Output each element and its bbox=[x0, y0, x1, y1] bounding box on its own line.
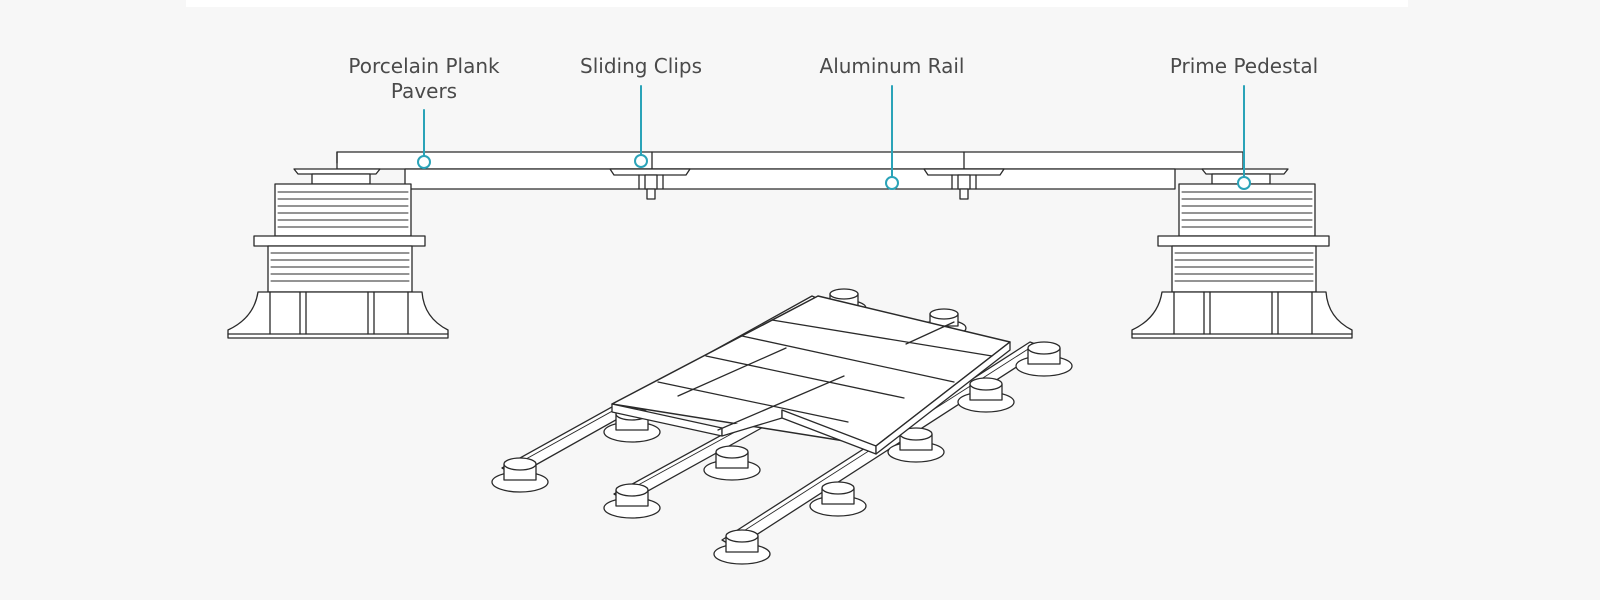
top-strip bbox=[186, 0, 1408, 7]
iso-pedestal bbox=[957, 377, 1015, 413]
iso-pedestal bbox=[1015, 341, 1073, 377]
label-porcelain-line1: Porcelain Plank bbox=[348, 54, 500, 78]
paver-slab bbox=[611, 295, 1011, 455]
sliding-clip-2 bbox=[923, 168, 1005, 200]
isometric-view bbox=[491, 288, 1073, 565]
iso-pedestals bbox=[491, 288, 1073, 565]
label-prime-pedestal: Prime Pedestal bbox=[1169, 54, 1319, 78]
pedestal-marker bbox=[1237, 176, 1251, 190]
pedestal-right bbox=[1131, 168, 1353, 339]
iso-pedestal bbox=[603, 483, 661, 519]
iso-pedestal bbox=[887, 427, 945, 463]
iso-pedestal bbox=[713, 529, 771, 565]
label-sliding-clips: Sliding Clips bbox=[580, 54, 702, 78]
iso-pedestal bbox=[703, 445, 761, 481]
elevation-view bbox=[227, 85, 1353, 339]
iso-pedestal bbox=[809, 481, 867, 517]
callout-leaders bbox=[417, 85, 1251, 190]
label-porcelain-plank-pavers: Porcelain Plank Pavers bbox=[348, 54, 499, 104]
porcelain-marker bbox=[417, 155, 431, 169]
pedestal-left bbox=[227, 168, 449, 339]
paver-beam bbox=[336, 151, 1244, 190]
sliding-clip-1 bbox=[609, 168, 691, 200]
rail-marker bbox=[885, 176, 899, 190]
label-porcelain-line2: Pavers bbox=[390, 79, 458, 103]
iso-pedestal bbox=[491, 457, 549, 493]
label-aluminum-rail: Aluminum Rail bbox=[819, 54, 965, 78]
clips-marker bbox=[634, 154, 648, 168]
